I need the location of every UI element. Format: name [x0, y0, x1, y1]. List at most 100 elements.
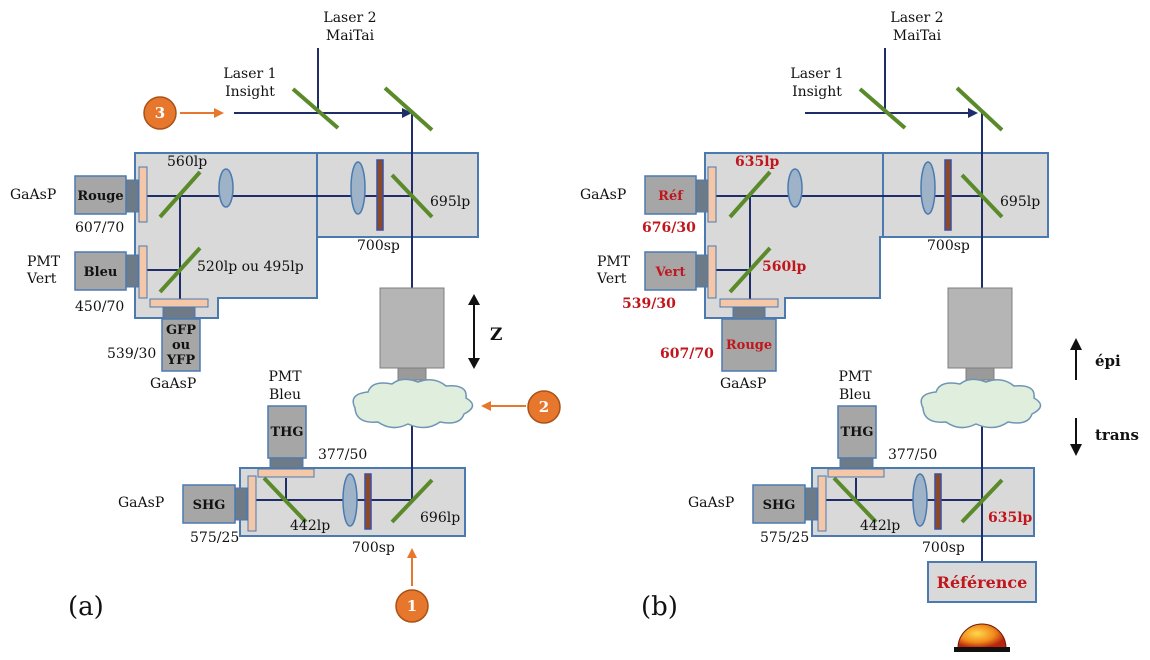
shg-gaasp-label: GaAsP [688, 495, 734, 511]
shortpass-filter [934, 473, 942, 530]
marker-2 [527, 390, 561, 424]
lens [787, 168, 803, 208]
detector-rouge-label: Rouge [77, 189, 123, 204]
sample-cloud [352, 378, 474, 429]
thg-label: THG [270, 425, 303, 440]
steering-mirror [955, 86, 1004, 132]
dichroic-520lp [158, 246, 202, 294]
marker-3-label: 3 [155, 104, 165, 122]
filter-607-70: 607/70 [660, 346, 714, 362]
dichroic-442lp-label: 442lp [860, 518, 900, 534]
reference-box [927, 561, 1037, 603]
ou-label: ou [172, 338, 190, 353]
detector-rouge-label: Rouge [726, 338, 772, 353]
thg-color-label: Bleu [839, 387, 871, 403]
lens [342, 473, 358, 527]
shortpass-filter [944, 159, 952, 231]
dichroic-695lp [390, 173, 434, 219]
dichroic-442lp-label: 442lp [290, 518, 330, 534]
laser1-model: Insight [792, 84, 842, 100]
filter-539-30: 539/30 [622, 296, 676, 312]
detector-ref: Réf [644, 166, 717, 223]
reference-label: Référence [937, 573, 1028, 592]
shortpass-700sp-label: 700sp [927, 238, 970, 254]
laser1-label: Laser 1 [790, 66, 843, 82]
filter-575-25: 575/25 [190, 530, 239, 546]
pmt-label: PMT [597, 254, 631, 270]
detector-rouge: Rouge [74, 166, 148, 223]
dichroic-635lp-trans-label: 635lp [988, 510, 1033, 526]
filter-575-25: 575/25 [760, 530, 809, 546]
laser1-label: Laser 1 [223, 66, 276, 82]
thg-pmt-label: PMT [838, 369, 872, 385]
laser1-model: Insight [225, 84, 275, 100]
dichroic-695lp [960, 173, 1004, 219]
dichroic-635lp-trans [960, 478, 1004, 524]
dichroic-560lp-label: 560lp [762, 259, 807, 275]
dichroic-696lp [390, 478, 434, 524]
detector-rouge: Rouge [719, 298, 779, 372]
thg-pmt-label: PMT [268, 369, 302, 385]
dichroic-695lp-label: 695lp [1000, 194, 1040, 210]
vert-label: Vert [596, 271, 627, 287]
yfp-label: YFP [166, 353, 196, 368]
lens [912, 473, 928, 527]
vert-label: Vert [26, 271, 57, 287]
sample-cloud [920, 378, 1042, 429]
dichroic-695lp-label: 695lp [430, 194, 470, 210]
detector-bleu-label: Bleu [84, 265, 118, 280]
laser2-model: MaiTai [893, 28, 942, 44]
filter-377-50: 377/50 [318, 447, 367, 463]
pmt-label: PMT [27, 254, 61, 270]
light-source-icon [954, 623, 1010, 652]
filter-676-30: 676/30 [642, 220, 696, 236]
detector-thg: THG [257, 405, 315, 478]
panel-b: Réf GaAsP 676/30 Vert PMT Vert 539/30 Ro… [580, 10, 1139, 652]
marker-1 [395, 589, 429, 623]
shortpass-filter [376, 159, 384, 231]
detector-gfp-yfp: GFP ou YFP [149, 298, 209, 372]
dichroic-442lp [262, 476, 308, 524]
laser2-label: Laser 2 [323, 10, 376, 26]
detector-gaasp-label: GaAsP [720, 376, 766, 392]
shg-label: SHG [763, 498, 796, 513]
epi-label: épi [1095, 352, 1121, 370]
detector-gaasp-label: GaAsP [580, 187, 626, 203]
gfp-label: GFP [166, 323, 196, 338]
objective [947, 287, 1013, 381]
lens [350, 161, 366, 215]
marker-1-label: 1 [407, 597, 417, 615]
laser2-model: MaiTai [326, 28, 375, 44]
detector-thg: THG [827, 405, 885, 478]
shortpass-filter [364, 473, 372, 530]
thg-color-label: Bleu [269, 387, 301, 403]
dichroic-635lp [728, 170, 772, 219]
dichroic-560lp [728, 246, 772, 294]
dichroic-560lp [158, 170, 202, 219]
dichroic-442lp [832, 476, 878, 524]
laser-combiner-dichroic [291, 87, 340, 130]
shg-label: SHG [193, 498, 226, 513]
steering-mirror [383, 86, 434, 132]
dichroic-520lp-label: 520lp ou 495lp [197, 259, 304, 275]
panel-a-label: (a) [68, 592, 104, 622]
detector-shg: SHG [182, 475, 257, 532]
dichroic-696lp-label: 696lp [420, 510, 460, 526]
z-axis-label: Z [490, 325, 502, 345]
panel-a: Rouge GaAsP 607/70 Bleu PMT Vert 450/70 … [10, 10, 561, 623]
shortpass-700sp-bottom-label: 700sp [922, 540, 965, 556]
filter-450-70: 450/70 [75, 299, 124, 315]
thg-label: THG [840, 425, 873, 440]
detector-bleu: Bleu [74, 245, 148, 299]
shg-gaasp-label: GaAsP [118, 495, 164, 511]
detector-shg: SHG [752, 475, 827, 532]
shortpass-700sp-bottom-label: 700sp [352, 540, 395, 556]
lens [920, 161, 936, 215]
dichroic-635lp-label: 635lp [735, 154, 780, 170]
trans-label: trans [1095, 426, 1139, 444]
detector-ref-label: Réf [658, 189, 684, 204]
filter-377-50: 377/50 [888, 447, 937, 463]
objective [379, 287, 445, 381]
